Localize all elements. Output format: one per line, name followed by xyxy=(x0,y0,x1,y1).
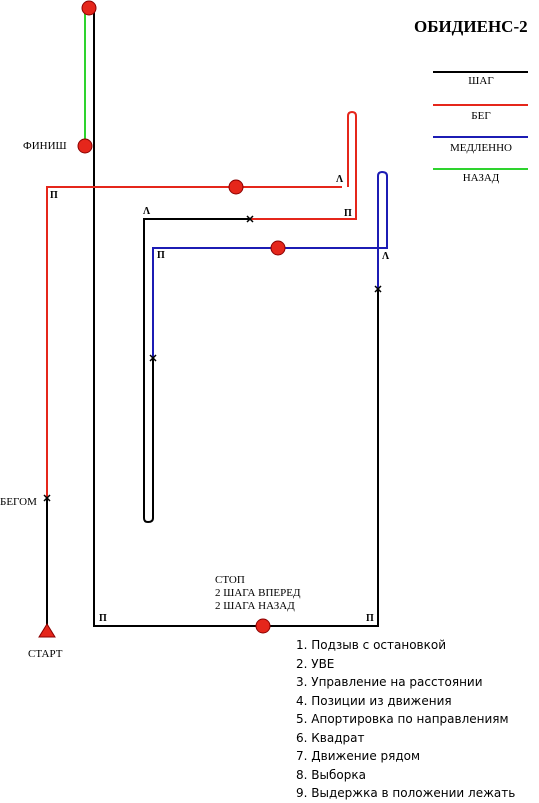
marker-run-point xyxy=(228,179,244,195)
turn-mark-right: П xyxy=(50,190,58,201)
path-run-loop xyxy=(250,110,357,220)
start-label: СТАРТ xyxy=(28,648,63,660)
legend-label-walk: ШАГ xyxy=(468,75,494,87)
turn-mark-right: П xyxy=(99,613,107,624)
list-item: 4. Позиции из движения xyxy=(296,693,452,708)
list-item: 2. УВЕ xyxy=(296,656,335,671)
legend-label-run: БЕГ xyxy=(471,110,491,122)
turn-mark-right: П xyxy=(344,208,352,219)
path-run-main xyxy=(46,186,342,498)
marker-finish xyxy=(77,138,93,154)
finish-label: ФИНИШ xyxy=(23,140,67,152)
list-item: 5. Апортировка по направлениям xyxy=(296,712,509,726)
stop-note: СТОП 2 ШАГА ВПЕРЕД 2 ШАГА НАЗАД xyxy=(215,574,301,613)
list-item: 8. Выборка xyxy=(296,767,366,782)
stop-note-line: 2 ШАГА ВПЕРЕД xyxy=(215,587,301,599)
legend-label-back: НАЗАД xyxy=(462,172,500,184)
list-item: 6. Квадрат xyxy=(296,730,365,745)
path-slow xyxy=(152,170,388,358)
start-triangle xyxy=(38,623,56,638)
marker-finish-top xyxy=(81,0,97,16)
path-walk-main xyxy=(93,8,379,627)
turn-mark-about: Λ xyxy=(336,174,344,185)
turn-mark-about: Λ xyxy=(143,206,151,217)
turn-mark-about: Λ xyxy=(382,251,390,262)
run-label: БЕГОМ xyxy=(0,496,37,508)
turn-mark-right: П xyxy=(157,250,165,261)
legend-label-slow: МЕДЛЕННО xyxy=(449,142,512,154)
list-item: 1. Подзыв с остановкой xyxy=(296,638,447,652)
diagram-title: ОБИДИЕНС-2 xyxy=(414,17,528,36)
marker-stop xyxy=(255,618,271,634)
exercise-list: 1. Подзыв с остановкой 2. УВЕ 3. Управле… xyxy=(296,636,515,803)
path-walk-inner xyxy=(143,218,250,524)
list-item: 9. Выдержка в положении лежать xyxy=(296,786,516,800)
marker-slow-point xyxy=(270,240,286,256)
list-item: 3. Управление на расстоянии xyxy=(296,675,483,689)
stop-note-line: 2 ШАГА НАЗАД xyxy=(215,600,295,612)
cross-marks xyxy=(43,215,382,502)
stop-note-line: СТОП xyxy=(215,574,245,586)
list-item: 7. Движение рядом xyxy=(296,749,421,763)
turn-mark-right: П xyxy=(366,613,374,624)
